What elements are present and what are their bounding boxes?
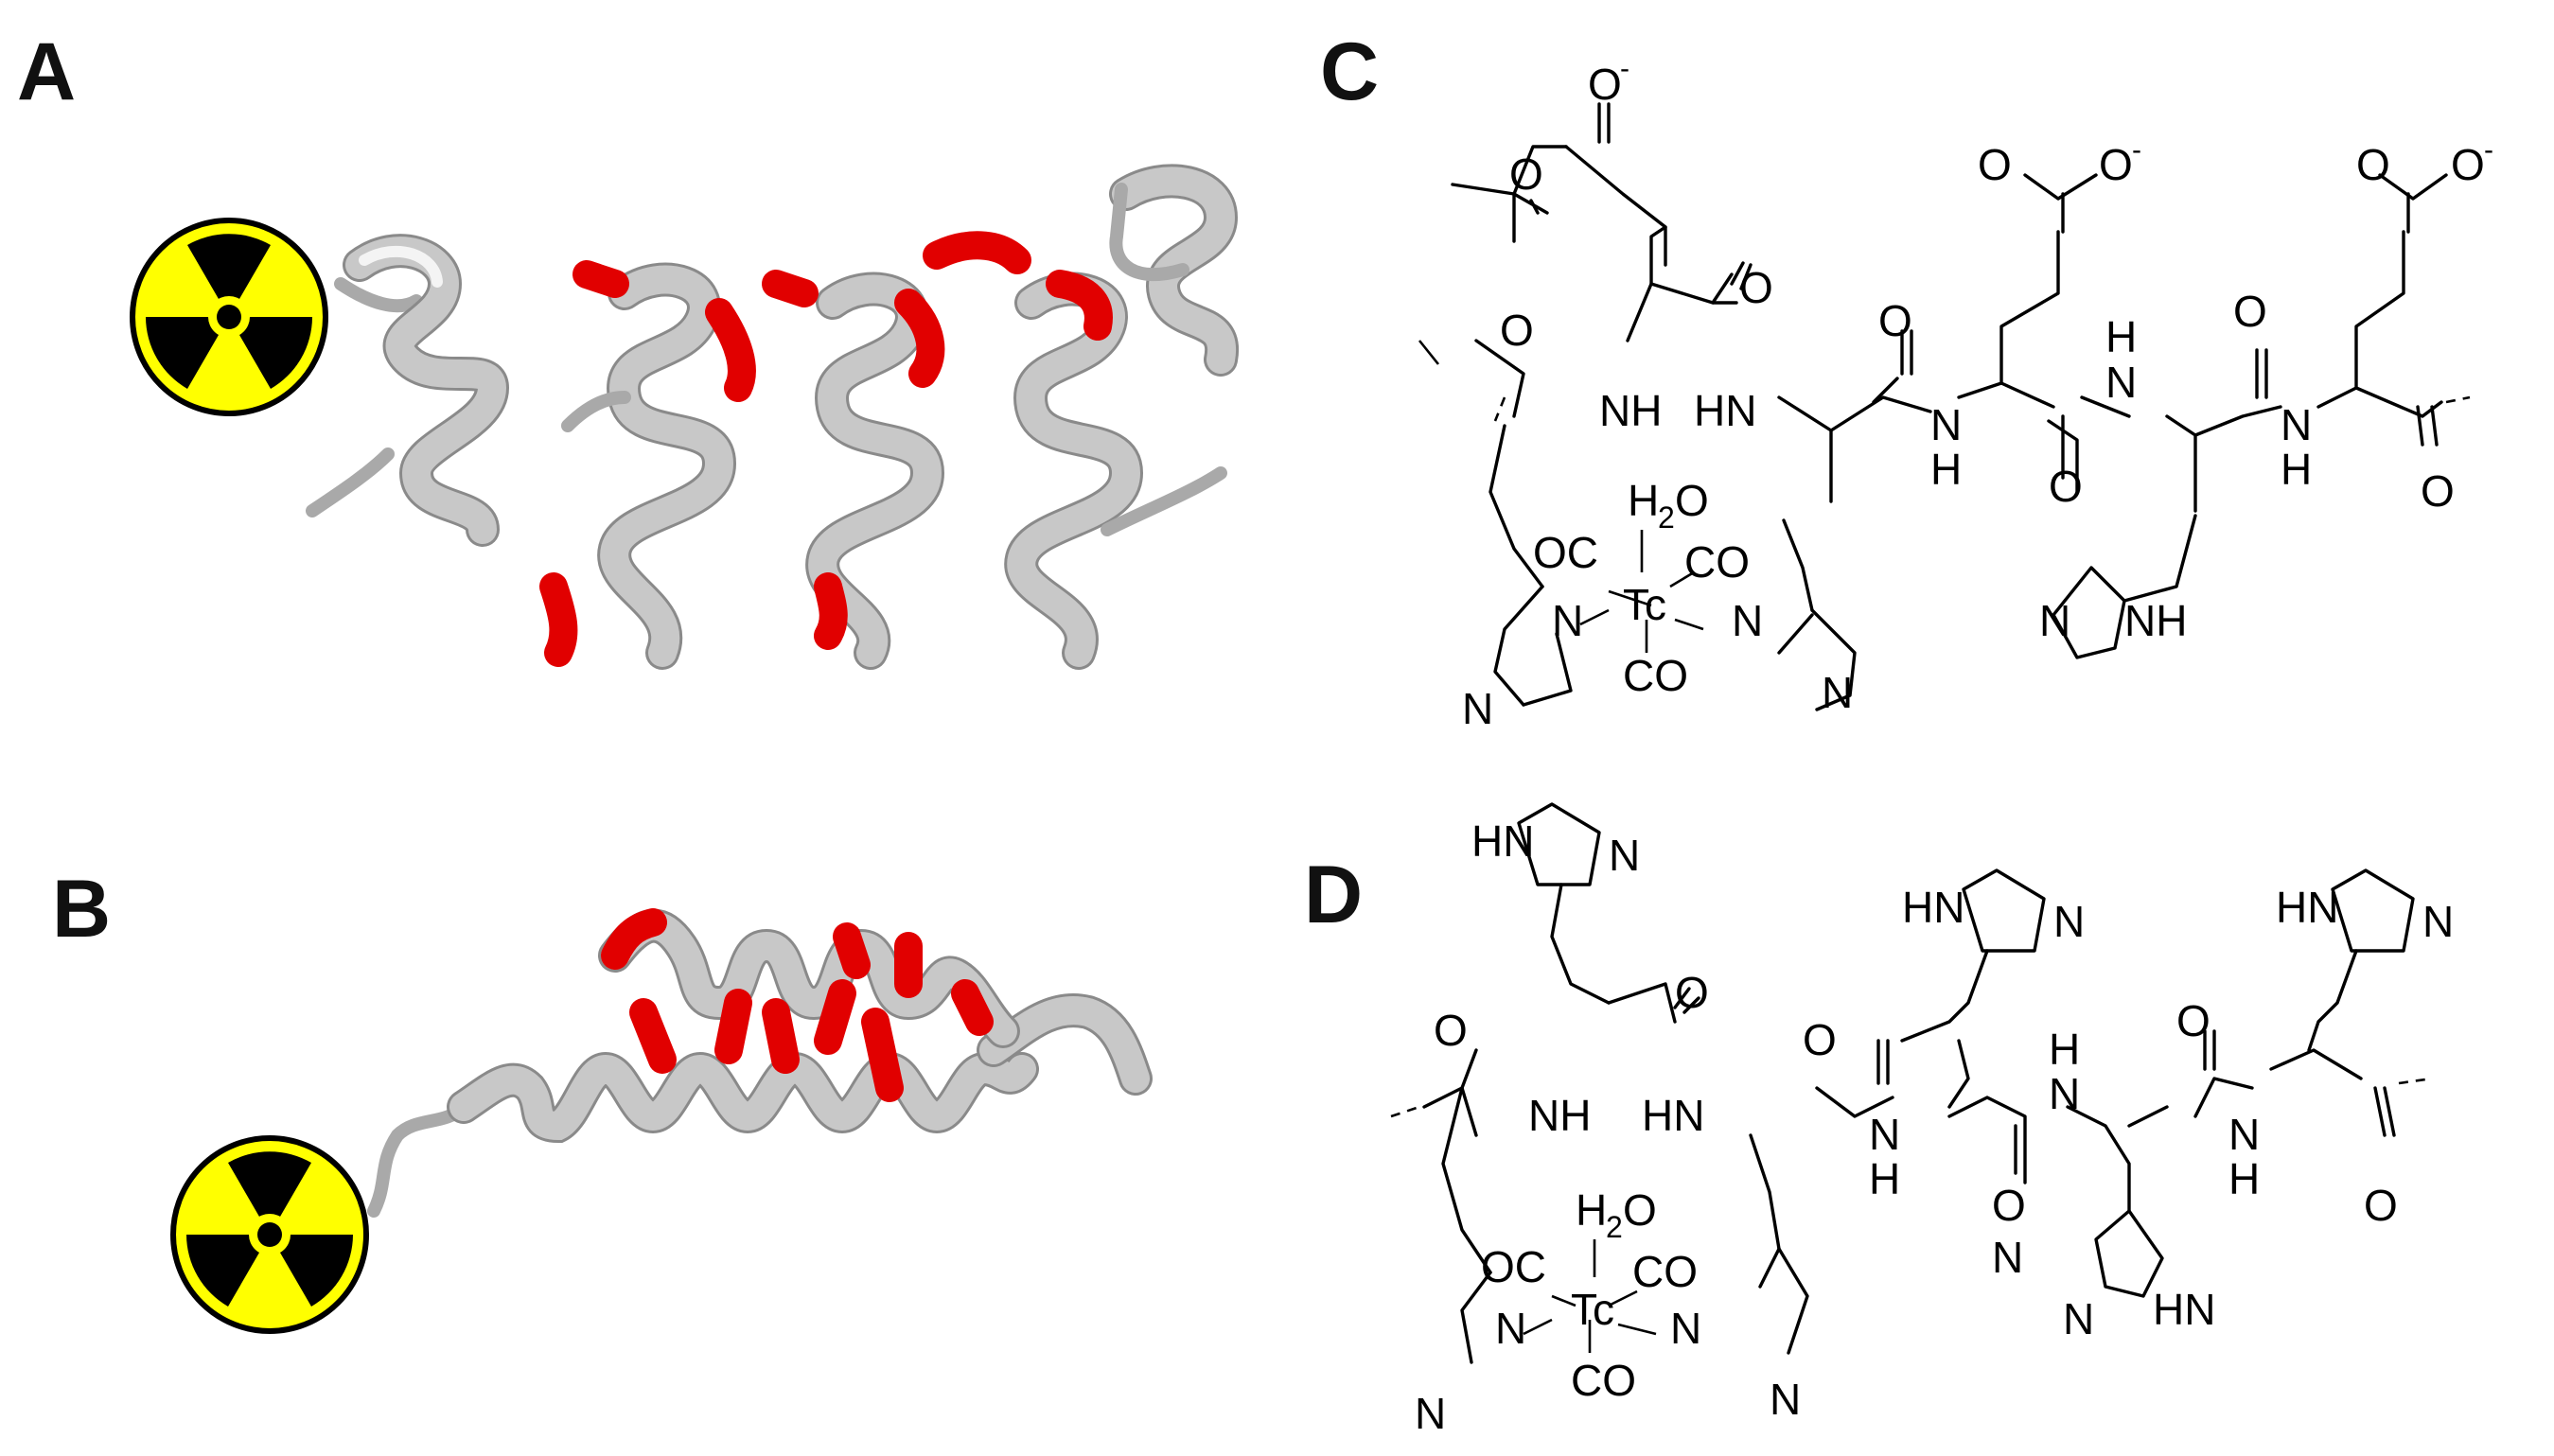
- c-carboxylate-o-3: O: [2451, 140, 2485, 189]
- c-carboxylate-o-2: O: [2099, 140, 2133, 189]
- d-carbonyl-o-1: O: [1675, 968, 1709, 1017]
- c-carbonyl-o-5: O: [2233, 287, 2267, 336]
- d-water-h: H: [1576, 1185, 1607, 1235]
- c-water-2: 2: [1658, 500, 1675, 535]
- c-charge-2: -: [2132, 134, 2141, 166]
- c-carboxyl-o-2: O: [1978, 140, 2012, 189]
- d-imid-n-7: N: [1770, 1375, 1801, 1424]
- d-carbonyl-o-5: O: [2176, 996, 2211, 1045]
- d-tc: Tc: [1571, 1285, 1614, 1334]
- c-charge-1: -: [1620, 53, 1629, 84]
- d-co-1: CO: [1632, 1247, 1698, 1296]
- c-nh-1: NH: [1599, 386, 1662, 435]
- d-amide-n-2: N: [2049, 1069, 2080, 1118]
- structure-d: HN N HN N HN N O O NH HN O N H O H N O N…: [1390, 802, 2454, 1438]
- c-water-o: O: [1675, 476, 1709, 525]
- d-imid-hn-3: HN: [2276, 883, 2338, 932]
- c-carbonyl-o-2: O: [1500, 306, 1534, 355]
- d-amide-h-3: H: [2228, 1154, 2260, 1203]
- c-imid-n-5: N: [2039, 596, 2070, 645]
- panel-label-d: D: [1304, 850, 1363, 940]
- d-amide-h-1: H: [1869, 1154, 1900, 1203]
- d-hn-1: HN: [1642, 1091, 1704, 1140]
- d-amide-n-3: N: [2228, 1110, 2260, 1159]
- d-imid-hn-1: HN: [1471, 816, 1534, 866]
- panel-label-b: B: [52, 864, 111, 955]
- c-oc: OC: [1533, 528, 1598, 577]
- c-hn-1: HN: [1694, 386, 1756, 435]
- c-tc: Tc: [1623, 580, 1666, 629]
- c-charge-3: -: [2484, 134, 2493, 166]
- radiation-icon-a: [130, 218, 328, 416]
- d-imid-n-5: N: [1670, 1304, 1701, 1353]
- c-carbonyl-o-1: O: [1739, 263, 1773, 312]
- c-amide-n-1: N: [1930, 400, 1962, 449]
- c-carbonyl-o-3: O: [1878, 296, 1912, 345]
- structure-c: O - O O O NH HN O O - O N H O H N O N H …: [1418, 53, 2493, 733]
- c-carbonyl-o-4: O: [2049, 462, 2083, 511]
- d-imid-n-2: N: [2053, 897, 2085, 946]
- c-imid-n-4: N: [1822, 668, 1853, 717]
- d-water-2: 2: [1606, 1210, 1623, 1244]
- d-imid-n-1: N: [1609, 831, 1640, 880]
- c-amide-h-3: H: [2281, 445, 2312, 494]
- c-amide-h-1: H: [1930, 445, 1962, 494]
- d-amide-n-1: N: [1869, 1110, 1900, 1159]
- c-imid-n-3: N: [1462, 684, 1493, 733]
- d-amide-h-2: H: [2049, 1025, 2080, 1074]
- protein-ribbon-b: [367, 908, 1153, 1218]
- d-nh-1: NH: [1528, 1091, 1591, 1140]
- panel-label-c: C: [1320, 26, 1379, 117]
- d-oc: OC: [1481, 1242, 1546, 1291]
- c-carboxyl-o-1: O: [1509, 149, 1543, 199]
- d-carbonyl-o-6: O: [2364, 1181, 2398, 1230]
- d-co-2: CO: [1571, 1356, 1636, 1405]
- c-imid-n-1: N: [1552, 596, 1583, 645]
- c-imid-nh: NH: [2124, 596, 2187, 645]
- radiation-icon-b: [170, 1135, 369, 1334]
- c-carboxyl-o-3: O: [2356, 140, 2390, 189]
- d-water-o: O: [1623, 1185, 1657, 1235]
- panel-label-a: A: [17, 26, 76, 117]
- d-imid-nh-label: HN: [2153, 1285, 2215, 1334]
- c-amide-h-2: H: [2105, 312, 2137, 361]
- d-imid-hn-2: HN: [1902, 883, 1964, 932]
- d-imid-n-4: N: [1495, 1304, 1526, 1353]
- c-co-1: CO: [1684, 537, 1750, 587]
- protein-ribbon-a: [306, 164, 1240, 670]
- c-amide-n-3: N: [2281, 400, 2312, 449]
- d-carbonyl-o-4: O: [1992, 1181, 2026, 1230]
- c-water-h: H: [1628, 476, 1659, 525]
- c-co-2: CO: [1623, 651, 1688, 700]
- c-carbonyl-o-6: O: [2421, 466, 2455, 516]
- d-imid-n-6: N: [1415, 1389, 1446, 1438]
- c-amide-n-2: N: [2105, 358, 2137, 407]
- d-imid-n-3: N: [2422, 897, 2454, 946]
- d-imid-n-9: N: [2063, 1294, 2094, 1343]
- d-imid-n-8: N: [1992, 1233, 2023, 1282]
- c-carboxylate-o-1: O: [1588, 60, 1622, 109]
- c-imid-n-2: N: [1732, 596, 1763, 645]
- d-carbonyl-o-3: O: [1803, 1015, 1837, 1064]
- d-carbonyl-o-2: O: [1434, 1006, 1468, 1055]
